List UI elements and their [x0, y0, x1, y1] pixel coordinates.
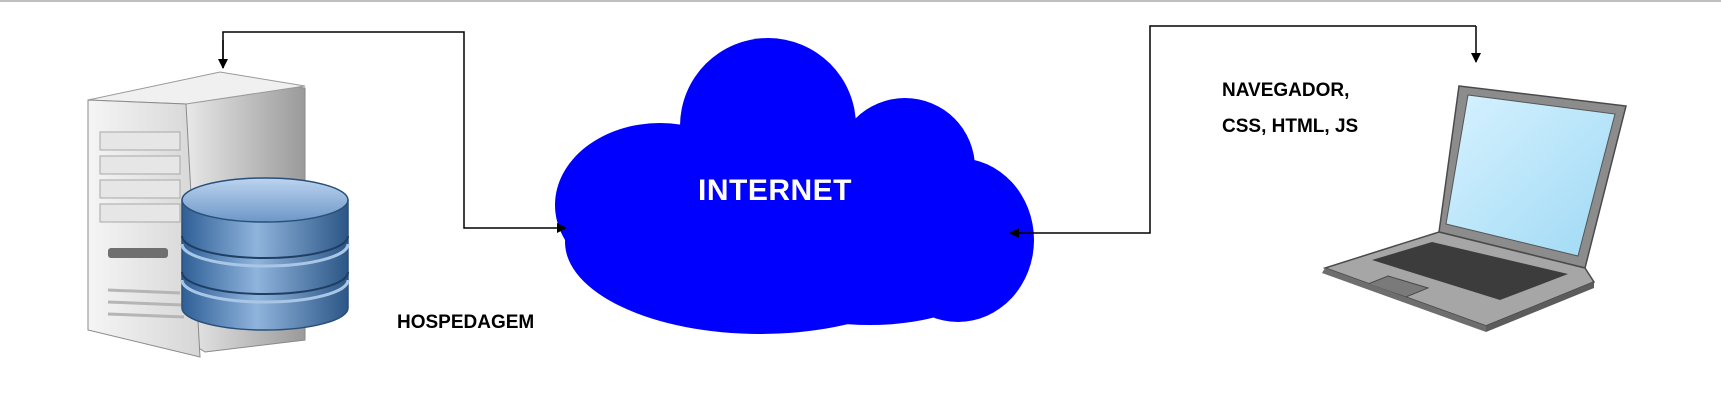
internet-label: INTERNET — [698, 174, 852, 207]
client-label-line2: CSS, HTML, JS — [1222, 116, 1359, 137]
laptop-icon — [1322, 85, 1627, 332]
connector-laptop-to-internet — [1009, 25, 1476, 238]
client-label-line1: NAVEGADOR, — [1222, 80, 1350, 101]
hosting-label: HOSPEDAGEM — [397, 312, 535, 333]
database-icon — [180, 177, 350, 331]
cloud-icon — [555, 38, 1034, 334]
